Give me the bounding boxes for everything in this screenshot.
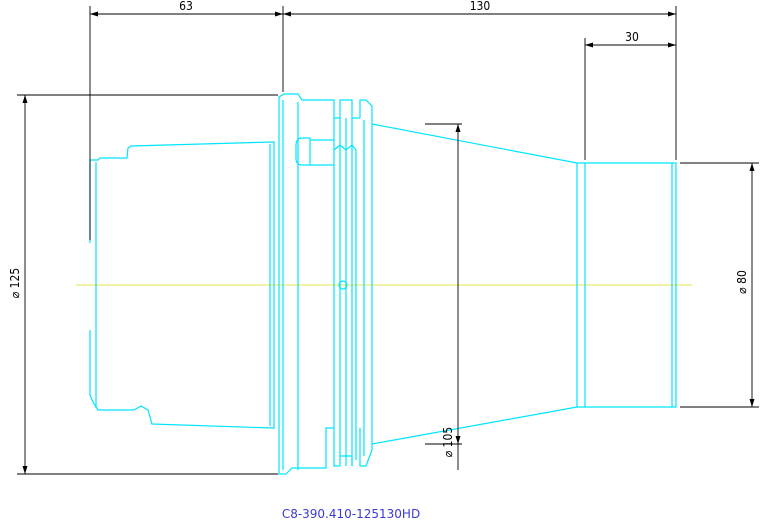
dimension-arrows [22, 11, 755, 474]
dim-63-label: 63 [179, 0, 193, 13]
dimension-lines [17, 6, 759, 475]
part-outline [89, 93, 677, 475]
dim-dia-105-label: ⌀ 105 [441, 427, 455, 458]
dim-dia-125-label: ⌀ 125 [8, 268, 22, 299]
dim-dia-80-label: ⌀ 80 [735, 270, 749, 294]
dim-30-label: 30 [625, 30, 639, 44]
part-code-caption: C8-390.410-125130HD [282, 507, 420, 521]
dim-130-label: 130 [470, 0, 491, 13]
